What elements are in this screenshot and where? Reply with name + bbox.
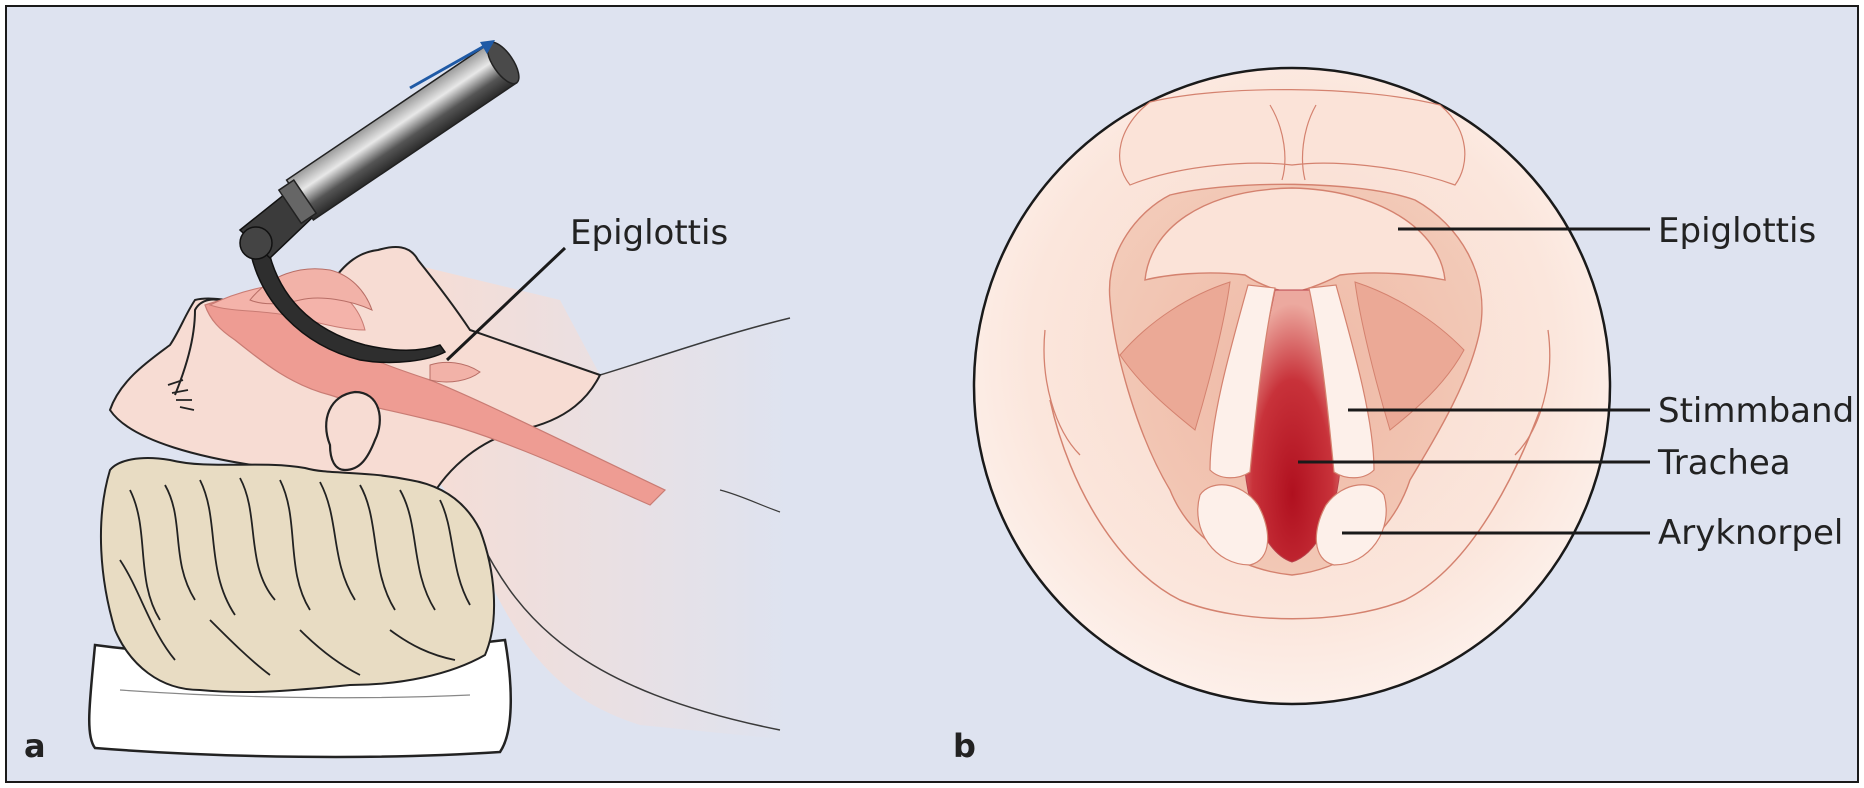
panel-b-letter: b (953, 727, 976, 765)
epiglottis-a-label: Epiglottis (570, 213, 728, 253)
trachea-label: Trachea (1657, 443, 1791, 483)
aryknorpel-label: Aryknorpel (1658, 513, 1843, 553)
stimmband-label: Stimmband (1658, 391, 1854, 431)
panel-a-letter: a (24, 727, 46, 765)
epiglottis-b-label: Epiglottis (1658, 211, 1816, 251)
laryngoscope-pivot (240, 227, 272, 259)
